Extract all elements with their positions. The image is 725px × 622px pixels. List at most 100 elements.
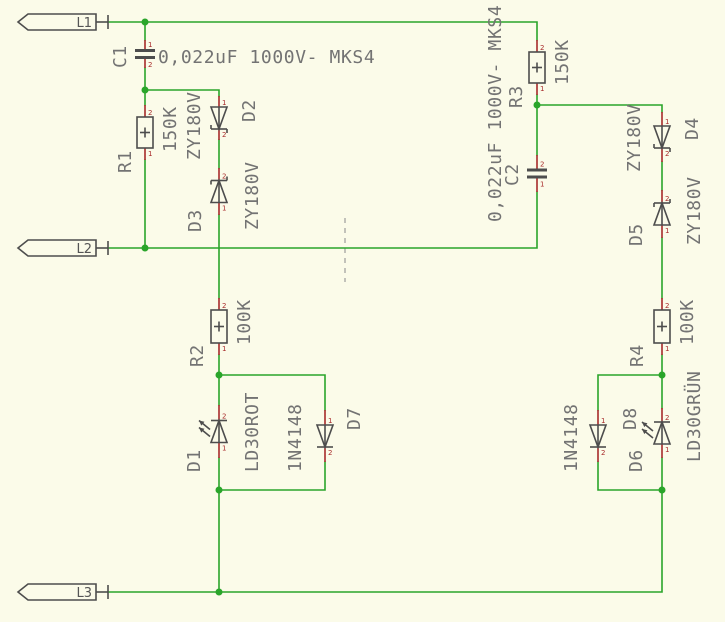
net-label-l1: L1 (16, 13, 109, 31)
pin-number-label: 1 (601, 417, 605, 425)
junction-dot (141, 86, 149, 94)
wire (536, 104, 663, 113)
component-value-label: LD30ROT (242, 392, 263, 472)
component-name-label: R2 (187, 344, 208, 367)
component-name-label: C2 (502, 163, 523, 186)
component-name-label: D8 (620, 407, 641, 430)
net-label-text: L2 (76, 242, 92, 257)
pin-number-label: 2 (540, 44, 544, 52)
zener-diode-d5: 2 1 D5 ZY180V (626, 176, 705, 246)
pin-number-label: 2 (665, 302, 669, 310)
pin-number-label: 1 (328, 417, 332, 425)
pin-number-label: 1 (665, 446, 669, 454)
pin-number-label: 1 (665, 118, 669, 126)
resistor-r1: 2 1 R1 150K (115, 105, 181, 173)
resistor-body (136, 116, 154, 149)
capacitor-c2: 2 1 C20,022uF 1000V- MKS4 (485, 5, 547, 222)
component-name-label: D4 (682, 117, 703, 140)
component-value-label: 1N4148 (561, 403, 582, 472)
junction-dot (658, 486, 666, 494)
pin-number-label: 1 (222, 445, 226, 453)
wire (107, 457, 663, 593)
wire (597, 374, 663, 411)
component-name-label: D3 (185, 209, 206, 232)
component-value-label: 150K (160, 106, 181, 152)
component-value-label: ZY180V (184, 91, 205, 160)
junction-dot (141, 244, 149, 252)
component-value-label: LD30GRÜN (683, 371, 705, 463)
capacitor-plate (135, 49, 155, 52)
net-label-text: L1 (76, 16, 92, 31)
pin-number-label: 2 (222, 302, 226, 310)
pin-number-label: 1 (540, 181, 544, 189)
capacitor-plate (527, 168, 547, 172)
junction-dot (658, 371, 666, 379)
pin-number-label: 2 (665, 195, 669, 203)
component-value-label: 150K (552, 39, 573, 85)
component-value-label: 100K (234, 299, 255, 345)
wire (107, 191, 538, 249)
component-value-label: 0,022uF 1000V- MKS4 (485, 5, 506, 222)
component-name-label: D6 (626, 449, 647, 472)
component-value-label: ZY180V (242, 161, 263, 230)
junction-dot (215, 588, 223, 596)
component-value-label: ZY180V (624, 103, 645, 172)
wire (597, 461, 663, 491)
net-label-text: L3 (76, 586, 92, 601)
pin-number-label: 2 (222, 131, 226, 139)
resistor-body (528, 51, 546, 84)
component-value-label: ZY180V (684, 176, 705, 245)
component-value-label: 1N4148 (285, 403, 306, 472)
component-name-label: R4 (627, 344, 648, 367)
component-value-label: 100K (677, 299, 698, 345)
capacitor-plate (527, 175, 547, 179)
resistor-body (653, 309, 671, 344)
pin-number-label: 1 (222, 205, 226, 213)
component-name-label: D5 (626, 223, 647, 246)
wire (144, 89, 220, 97)
pin-number-label: 1 (148, 41, 152, 49)
junction-dot (141, 18, 149, 26)
junction-dot (215, 486, 223, 494)
pin-number-label: 2 (540, 161, 544, 169)
resistor-r4: 2 1 R4 100K (627, 298, 698, 367)
component-name-label: R3 (506, 85, 527, 108)
pin-number-label: 1 (148, 150, 152, 158)
wire (218, 374, 326, 411)
wire (218, 461, 326, 491)
pin-number-label: 2 (601, 449, 605, 457)
resistor-r2: 2 1 R2 100K (187, 298, 255, 367)
pin-number-label: 2 (148, 109, 152, 117)
component-name-label: D1 (184, 449, 205, 472)
pin-number-label: 2 (328, 449, 332, 457)
pin-number-label: 1 (665, 345, 669, 353)
pin-number-label: 2 (665, 414, 669, 422)
pin-number-label: 1 (665, 227, 669, 235)
pin-number-label: 2 (222, 173, 226, 181)
led-arrow-head (642, 429, 648, 435)
pin-number-label: 1 (222, 345, 226, 353)
diode-d8: 1 2 D8 1N4148 (561, 403, 641, 472)
led-arrow-head (199, 427, 205, 433)
net-label-l2: L2 (16, 239, 109, 257)
wire (107, 21, 538, 41)
resistor-body (210, 309, 228, 344)
net-label-l3: L3 (16, 583, 109, 601)
capacitor-plate (135, 56, 155, 59)
pin-number-label: 2 (148, 61, 152, 69)
nets (107, 18, 666, 596)
component-name-label: R1 (115, 150, 136, 173)
led-arrow-head (642, 422, 648, 428)
component-name-label: C1 (110, 45, 131, 68)
diode-d7: 1 2 D7 1N4148 (285, 403, 365, 472)
pin-number-label: 2 (665, 150, 669, 158)
component-name-label: D7 (344, 407, 365, 430)
junction-dot (215, 371, 223, 379)
led-d6: 2 1 D6 LD30GRÜN (626, 371, 705, 473)
led-arrow-head (199, 420, 205, 426)
component-name-label: D2 (239, 99, 260, 122)
